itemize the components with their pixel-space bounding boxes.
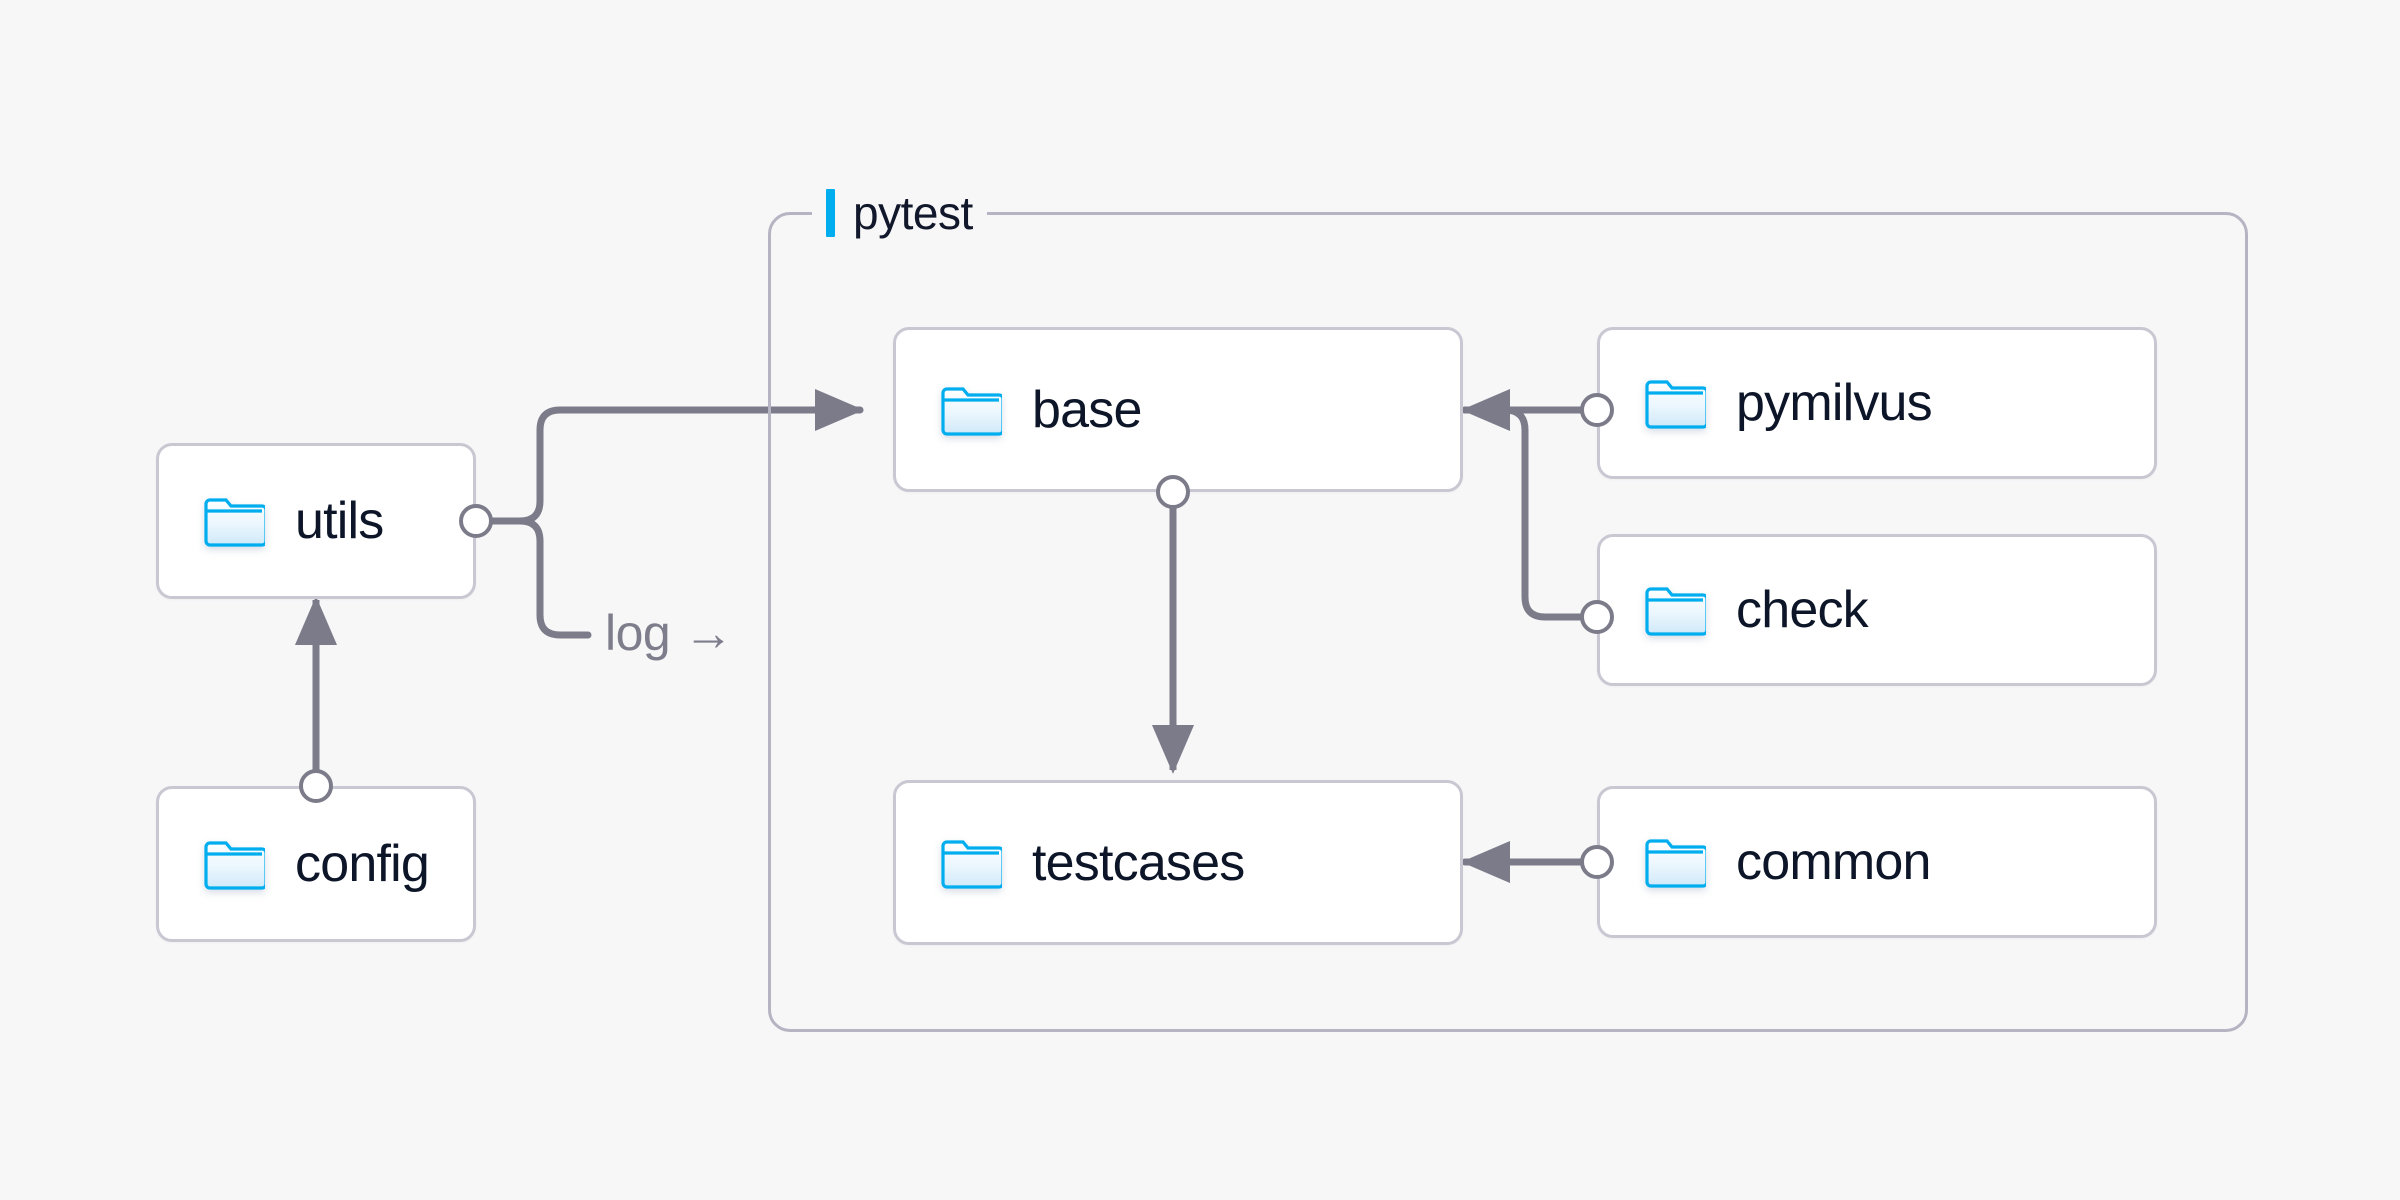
port-check-left[interactable] [1580,600,1614,634]
folder-icon [1645,587,1706,636]
node-pymilvus[interactable]: pymilvus [1597,327,2157,479]
pytest-group-container[interactable] [768,212,2248,1032]
edge-utils-log [485,517,592,639]
accent-bar [826,189,835,237]
node-check[interactable]: check [1597,534,2157,686]
node-testcases[interactable]: testcases [893,780,1463,945]
node-base[interactable]: base [893,327,1463,492]
node-testcases-label: testcases [1032,833,1245,892]
node-utils-label: utils [295,492,384,550]
pytest-group-label-text: pytest [853,187,973,239]
pytest-group-label: pytest [812,185,987,241]
port-pymilvus-left[interactable] [1580,393,1614,427]
port-base-bottom[interactable] [1156,475,1190,509]
node-common-label: common [1736,833,1931,891]
folder-icon [1645,839,1706,888]
node-common[interactable]: common [1597,786,2157,938]
folder-icon [204,498,265,547]
folder-icon [941,386,1002,436]
edge-label-log: log → [605,605,734,661]
node-config-label: config [295,835,430,893]
port-common-left[interactable] [1580,845,1614,879]
node-base-label: base [1032,380,1142,439]
folder-icon [941,839,1002,889]
folder-icon [1645,380,1706,429]
folder-icon [204,841,265,890]
port-config-top[interactable] [299,769,333,803]
node-pymilvus-label: pymilvus [1736,374,1933,432]
node-check-label: check [1736,581,1869,639]
node-config[interactable]: config [156,786,476,942]
port-utils-right[interactable] [459,504,493,538]
node-utils[interactable]: utils [156,443,476,599]
